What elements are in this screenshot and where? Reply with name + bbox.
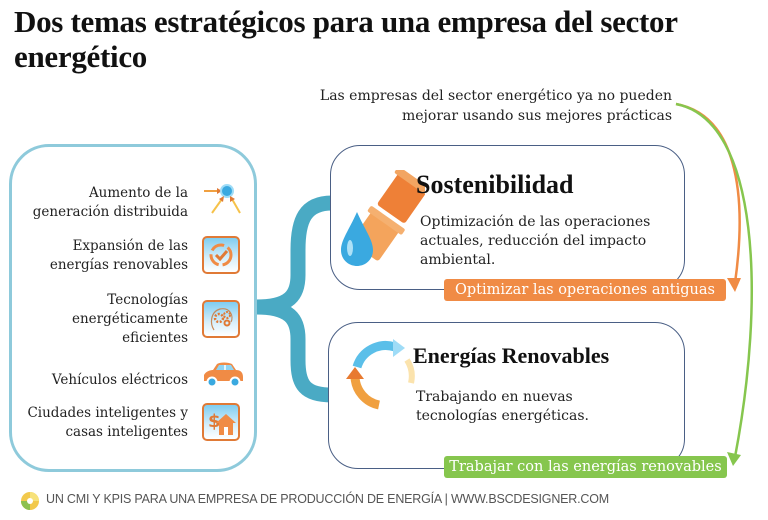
trend-label: Expansión de las [72,238,188,254]
trend-label: Ciudades inteligentes y [27,405,188,421]
trend-label: energéticamente [71,311,188,327]
trend-label: energías renovables [49,257,188,273]
svg-text:$: $ [208,411,221,432]
intro-line-2: mejorar usando sus mejores prácticas [401,108,672,124]
green-arrow-path [675,102,753,458]
head-gears-icon [202,299,240,338]
trend-label: Vehículos eléctricos [51,371,188,388]
orange-arrowhead-icon [727,278,741,292]
distributed-generation-icon [202,183,242,223]
trend-label: eficientes [122,330,188,346]
orange-arrow-path [675,102,741,284]
theme-card-sustainability [330,145,685,290]
bscdesigner-logo-icon [20,491,40,511]
trend-item-smart-cities: Ciudades inteligentes y casas inteligent… [12,403,242,443]
page-title: Dos temas estratégicos para una empresa … [14,4,678,74]
theme-title-sustainability: Sostenibilidad [416,170,574,199]
footer-text: UN CMI Y KPIS PARA UNA EMPRESA DE PRODUC… [46,492,609,506]
trend-item-electric-vehicles: Vehículos eléctricos [12,360,243,400]
trend-item-distributed-generation: Aumento de la generación distribuida [12,183,242,223]
water-drop-pipe-icon [335,166,433,280]
bracket-connector [255,195,333,403]
green-arrowhead-icon [727,452,741,466]
theme-desc-line: Trabajando en nuevas [416,389,573,405]
tag-optimize-old-operations: Optimizar las operaciones antiguas [444,279,726,301]
renewable-cycle-check-icon [202,236,240,274]
intro-text: Las empresas del sector energético ya no… [290,86,672,126]
trend-label: generación distribuida [32,204,188,220]
recycle-arrows-icon [345,335,425,425]
trend-label: casas inteligentes [65,424,188,440]
smart-house-dollar-icon: $ [202,403,240,441]
theme-desc-renewables: Trabajando en nuevas tecnologías energét… [416,388,656,426]
trend-item-renewables-expansion: Expansión de las energías renovables [12,236,242,276]
trend-label: Tecnologías [107,292,188,308]
trend-label: Aumento de la [88,185,188,201]
trends-panel: Aumento de la generación distribuida Exp… [9,144,257,472]
electric-car-icon [202,360,243,400]
theme-desc-sustainability: Optimización de las operaciones actuales… [420,213,660,270]
intro-line-1: Las empresas del sector energético ya no… [319,88,672,104]
theme-desc-line: actuales, reducción del impacto [420,233,647,249]
theme-desc-line: tecnologías energéticas. [416,408,589,424]
theme-desc-line: Optimización de las operaciones [420,214,651,230]
trend-item-efficient-technologies: Tecnologías energéticamente eficientes [12,291,242,348]
theme-desc-line: ambiental. [420,252,496,268]
theme-title-renewables: Energías Renovables [413,343,610,368]
tag-work-with-renewables: Trabajar con las energías renovables [444,456,727,478]
